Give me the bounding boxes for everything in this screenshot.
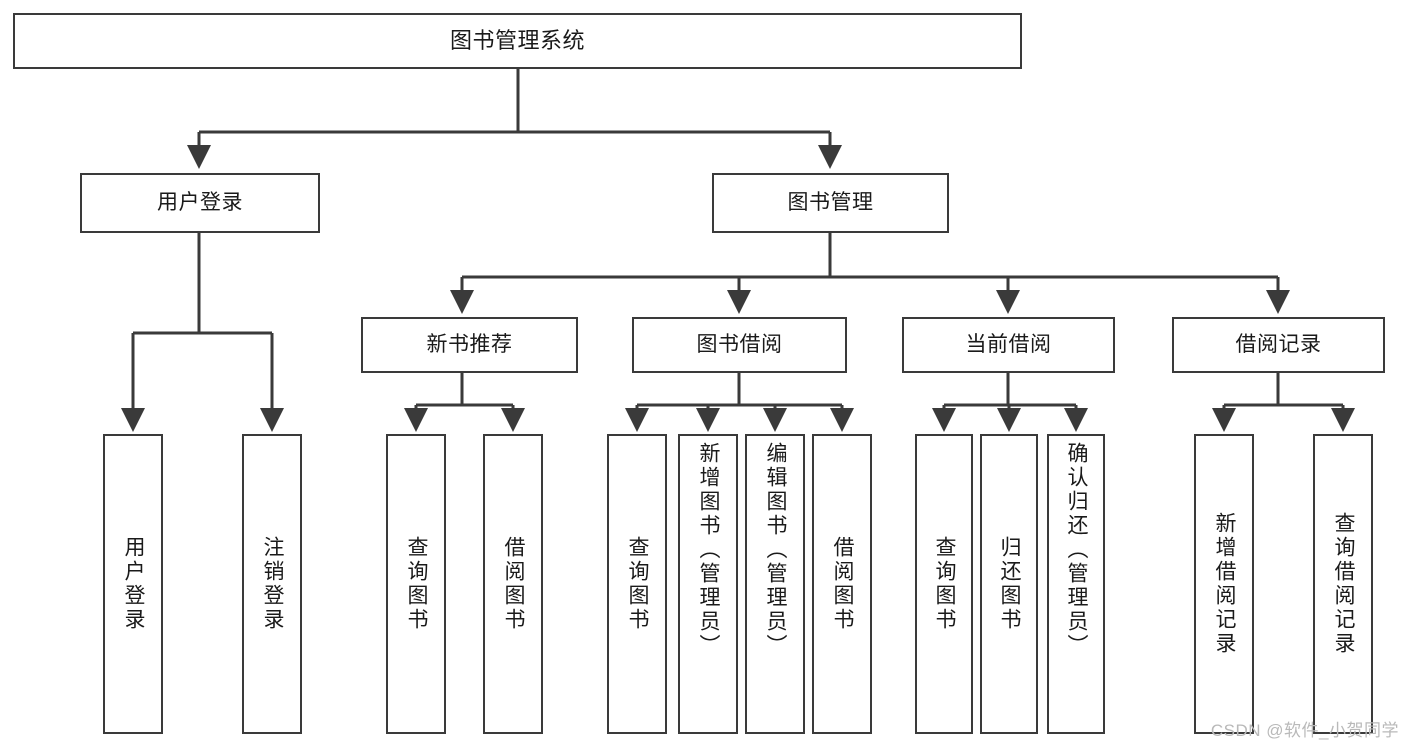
node-new-book-recommend[interactable]: 新书推荐 [361, 317, 578, 373]
leaf-label: 新增图书（管理员） [697, 442, 721, 658]
node-book-manage[interactable]: 图书管理 [712, 173, 949, 233]
node-borrow-record[interactable]: 借阅记录 [1172, 317, 1385, 373]
leaf-current-borrow-query-book[interactable]: 查询图书 [915, 434, 973, 734]
leaf-label: 归还图书 [998, 536, 1022, 632]
leaf-new-book-query-book[interactable]: 查询图书 [386, 434, 446, 734]
leaf-label: 借阅图书 [502, 536, 526, 632]
leaf-user-login-login[interactable]: 用户登录 [103, 434, 163, 734]
node-new-book-recommend-label: 新书推荐 [426, 333, 513, 357]
node-root-label: 图书管理系统 [449, 27, 585, 53]
node-current-borrow-label: 当前借阅 [965, 333, 1052, 357]
node-book-borrow[interactable]: 图书借阅 [632, 317, 847, 373]
node-book-borrow-label: 图书借阅 [696, 333, 783, 357]
leaf-borrow-record-query-record[interactable]: 查询借阅记录 [1313, 434, 1373, 734]
leaf-book-borrow-query-book[interactable]: 查询图书 [607, 434, 667, 734]
node-borrow-record-label: 借阅记录 [1235, 333, 1322, 357]
leaf-borrow-record-add-record[interactable]: 新增借阅记录 [1194, 434, 1254, 734]
leaf-label: 编辑图书（管理员） [764, 442, 788, 658]
leaf-book-borrow-edit-book[interactable]: 编辑图书（管理员） [745, 434, 805, 734]
node-user-login-label: 用户登录 [157, 191, 243, 215]
leaf-book-borrow-add-book[interactable]: 新增图书（管理员） [678, 434, 738, 734]
leaf-label: 查询图书 [626, 536, 650, 632]
node-user-login[interactable]: 用户登录 [80, 173, 320, 233]
leaf-label: 查询图书 [405, 536, 429, 632]
leaf-new-book-borrow-book[interactable]: 借阅图书 [483, 434, 543, 734]
leaf-current-borrow-confirm-return[interactable]: 确认归还（管理员） [1047, 434, 1105, 734]
leaf-label: 查询借阅记录 [1332, 512, 1356, 656]
leaf-label: 确认归还（管理员） [1065, 442, 1089, 658]
leaf-label: 注销登录 [261, 536, 285, 632]
leaf-label: 借阅图书 [831, 536, 855, 632]
leaf-book-borrow-borrow-book[interactable]: 借阅图书 [812, 434, 872, 734]
node-book-manage-label: 图书管理 [787, 191, 874, 215]
node-current-borrow[interactable]: 当前借阅 [902, 317, 1115, 373]
leaf-user-login-logout[interactable]: 注销登录 [242, 434, 302, 734]
leaf-current-borrow-return-book[interactable]: 归还图书 [980, 434, 1038, 734]
leaf-label: 新增借阅记录 [1213, 512, 1237, 656]
leaf-label: 用户登录 [122, 536, 146, 632]
node-root[interactable]: 图书管理系统 [13, 13, 1022, 69]
watermark: CSDN @软件_小贺同学 [1210, 721, 1399, 740]
leaf-label: 查询图书 [933, 536, 957, 632]
